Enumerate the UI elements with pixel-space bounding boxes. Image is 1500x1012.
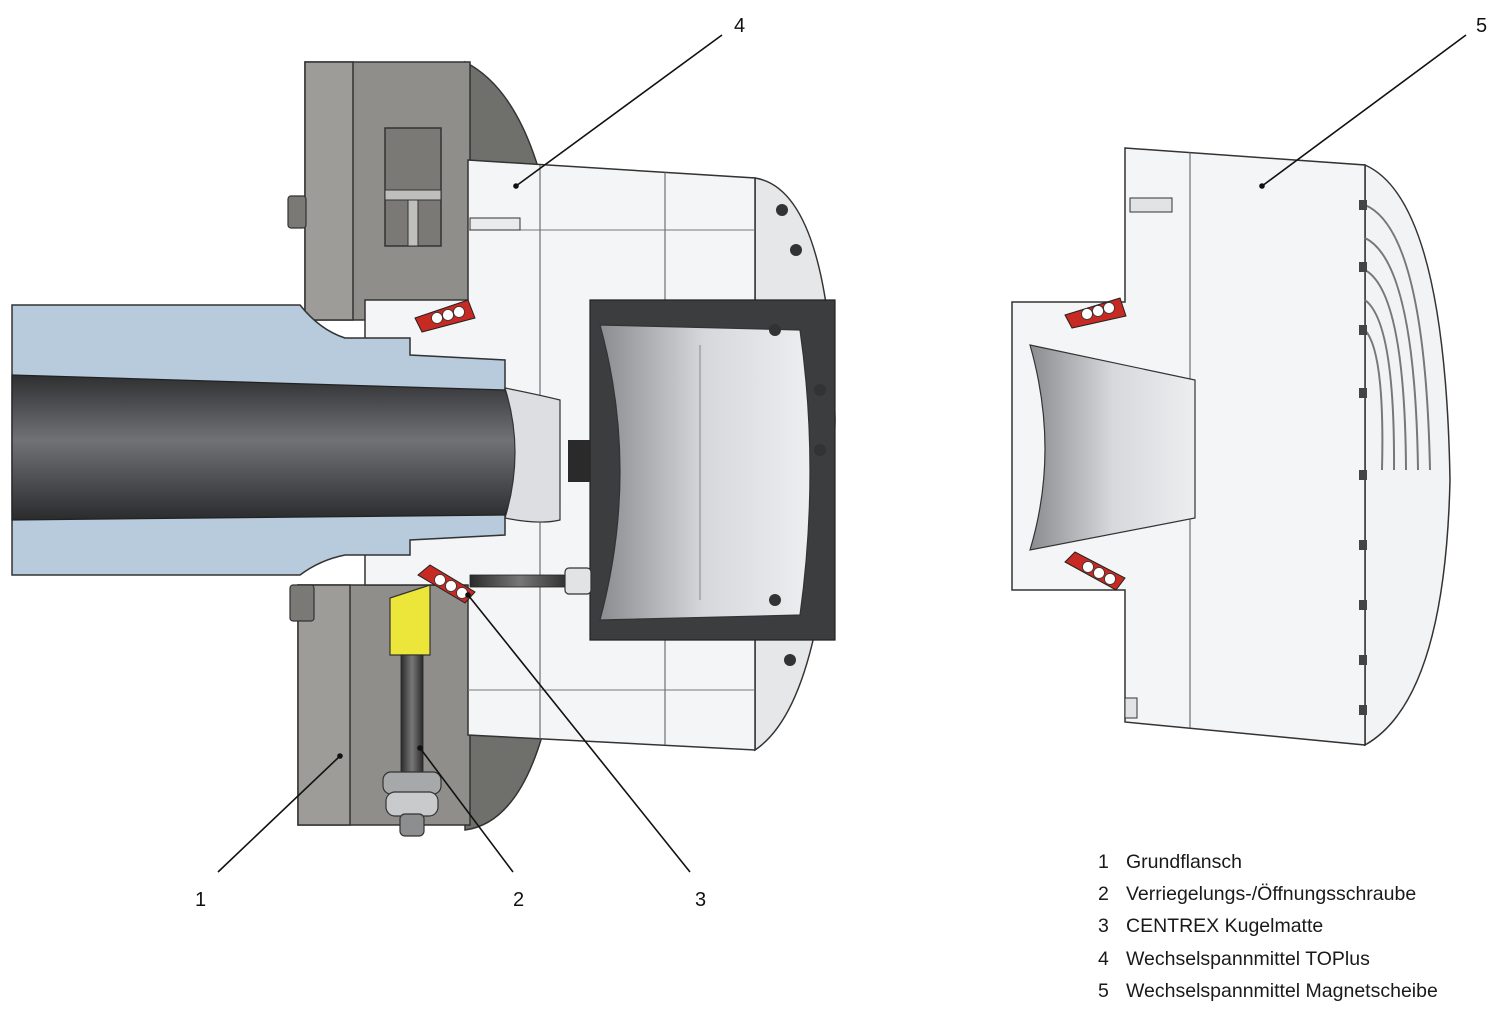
magnetic-tick-2 [1359,262,1367,272]
spindle-bore [11,374,519,521]
locking-screw [382,584,442,837]
legend-number: 2 [1098,883,1109,906]
locking-screw-washer [382,771,442,795]
magnetic-disc-rim [1364,163,1451,747]
leader-dot-5 [1259,183,1265,189]
magnetic-ball-bottom-3 [1104,573,1116,585]
mount-hole-1 [776,204,788,216]
callout-numbers: 1 2 3 4 5 [195,15,1487,911]
magnetic-tick-4 [1359,388,1367,398]
legend-text: Verriegelungs-/Öffnungsschraube [1126,883,1417,906]
magnetic-tick-9 [1359,705,1367,715]
magnetic-ball-bottom-2 [1093,567,1105,579]
ball-bottom-2 [445,580,457,592]
legend-number: 4 [1098,947,1109,970]
center-adapter [504,387,590,523]
leader-dot-2 [417,745,423,751]
flange-window-bar [384,189,442,201]
magnetic-tick-6 [1359,540,1367,550]
magnetic-disc [1011,147,1451,747]
base-flange-upper-face [304,61,354,321]
callout-5: 5 [1476,15,1487,37]
locking-screw-tip [399,813,425,837]
leader-dot-4 [513,183,519,189]
leader-dot-1 [337,753,343,759]
mount-hole-3 [769,324,781,336]
legend-item: 1 Grundflansch [1098,846,1438,878]
spindle [11,304,519,576]
magnetic-ball-bottom-1 [1082,561,1094,573]
magnetic-ball-top-3 [1103,302,1115,314]
leader-line-4 [515,34,723,187]
locking-screw-nut [385,791,439,817]
ball-bottom-1 [434,574,446,586]
adapter-ring [504,387,561,523]
legend-number: 3 [1098,915,1109,938]
callout-4: 4 [734,15,745,37]
leader-dot-3 [465,592,471,598]
base-flange-lower-face [297,584,351,826]
magnetic-ball-top-1 [1081,308,1093,320]
locking-screw-yellow-body [389,584,431,656]
magnetic-tick-5 [1359,470,1367,480]
legend-text: Wechselspannmittel TOPlus [1126,947,1370,970]
legend-item: 3 CENTREX Kugelmatte [1098,910,1438,942]
ball-top-1 [431,312,443,324]
mount-hole-6 [769,594,781,606]
flange-window-stem [407,199,419,247]
callout-2: 2 [513,889,524,911]
legend-text: Grundflansch [1126,851,1242,873]
locking-screw-rod [400,654,424,776]
legend: 1 Grundflansch 2 Verriegelungs-/Öffnungs… [1098,846,1438,1007]
magnetic-groove-5 [1364,329,1384,471]
magnetic-tick-7 [1359,600,1367,610]
centrex-ball-mat-bottom [417,564,476,604]
leader-line-3 [467,594,691,873]
mount-hole-2 [790,244,802,256]
magnetic-tick-8 [1359,655,1367,665]
legend-text: Wechselspannmittel Magnetscheibe [1126,979,1438,1002]
callout-3: 3 [695,889,706,911]
magnetic-ball-top-2 [1092,305,1104,317]
leader-line-1 [217,755,341,873]
legend-number: 1 [1098,851,1109,873]
toplus-cup [599,324,811,621]
magnetic-disc-slot-bottom [1124,697,1138,719]
magnetic-tick-1 [1359,200,1367,210]
legend-item: 4 Wechselspannmittel TOPlus [1098,943,1438,975]
leader-lines [217,34,1467,873]
mount-hole-4 [814,384,826,396]
ball-bottom-3 [456,587,468,599]
adapter-core [568,440,590,482]
magnetic-disc-bore [1029,344,1196,551]
clamping-screw-shaft [469,574,571,588]
ball-top-3 [453,306,465,318]
leader-line-5 [1261,34,1467,187]
magnetic-groove-4 [1364,299,1396,471]
legend-item: 2 Verriegelungs-/Öffnungsschraube [1098,878,1438,910]
clamping-screw-head [564,567,592,595]
mount-hole-5 [814,444,826,456]
toplus-pin [469,217,521,231]
magnetic-disc-slot-top [1129,197,1173,213]
magnetic-groove-2 [1364,237,1419,471]
magnetic-groove-3 [1364,269,1407,471]
ball-top-2 [442,309,454,321]
legend-number: 5 [1098,979,1109,1002]
legend-text: CENTREX Kugelmatte [1126,915,1324,938]
flange-bolt-stub-top [287,195,307,229]
leader-line-2 [419,747,514,873]
magnetic-groove-1 [1364,204,1431,471]
flange-bolt-stub-bottom [289,584,315,622]
mount-hole-7 [784,654,796,666]
magnetic-tick-3 [1359,325,1367,335]
clamping-screw [469,567,592,595]
centrex-ball-mat-top [414,299,476,333]
callout-1: 1 [195,889,206,911]
legend-item: 5 Wechselspannmittel Magnetscheibe [1098,975,1438,1007]
